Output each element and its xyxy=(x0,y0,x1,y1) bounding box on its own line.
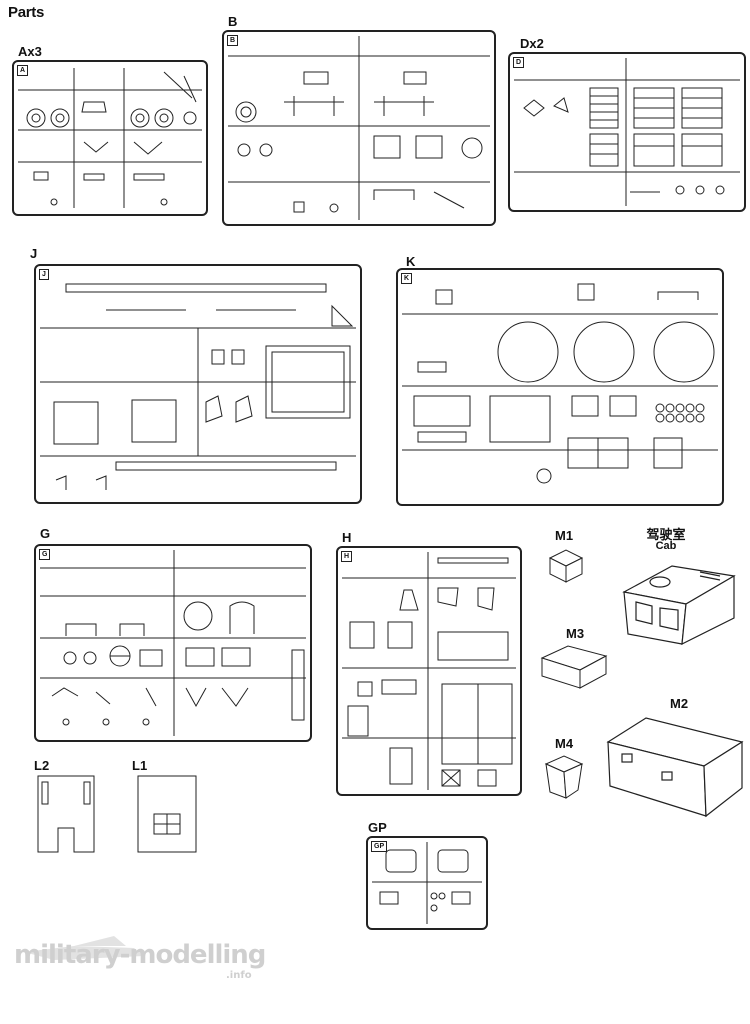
m1-part xyxy=(548,549,584,583)
tank-watermark-icon xyxy=(24,936,144,960)
sprue-d-label: Dx2 xyxy=(520,36,544,51)
sprue-g-tag: G xyxy=(39,549,51,560)
sprue-a-label: Ax3 xyxy=(18,44,42,59)
sprue-gp-label: GP xyxy=(368,820,387,835)
watermark-text: military-modelling xyxy=(14,940,266,970)
sprue-d-tag: D xyxy=(513,57,525,68)
l1-label: L1 xyxy=(132,758,148,773)
sprue-h-parts xyxy=(342,552,516,790)
sprue-b-parts xyxy=(228,36,490,220)
m2-part xyxy=(606,717,744,818)
sprue-g: G xyxy=(34,544,312,742)
sprue-gp-parts xyxy=(372,842,482,924)
l2-label: L2 xyxy=(34,758,50,773)
sprue-k: K xyxy=(396,268,724,506)
sprue-b-label: B xyxy=(228,14,238,29)
m3-part xyxy=(540,645,608,689)
cab-part xyxy=(622,565,736,646)
sprue-h-label: H xyxy=(342,530,352,545)
sprue-gp-tag: GP xyxy=(371,841,388,852)
m4-label: M4 xyxy=(555,736,574,751)
sprue-b: B xyxy=(222,30,496,226)
sprue-a-parts xyxy=(18,68,202,208)
sprue-j-label: J xyxy=(30,246,38,261)
m3-label: M3 xyxy=(566,626,585,641)
l2-part xyxy=(37,775,95,853)
sprue-g-label: G xyxy=(40,526,51,541)
sprue-j-parts xyxy=(40,283,356,490)
watermark-sub: .info xyxy=(226,970,252,981)
m2-label: M2 xyxy=(670,696,689,711)
sprue-j-tag: J xyxy=(39,269,49,280)
l1-part xyxy=(137,775,197,853)
sprue-j: J xyxy=(34,264,362,504)
sprue-b-tag: B xyxy=(227,35,239,46)
m1-label: M1 xyxy=(555,528,574,543)
sprue-a-tag: A xyxy=(17,65,29,76)
m4-part xyxy=(544,755,584,799)
cab-label-cn: 驾驶室 xyxy=(646,528,686,543)
sprue-d: D xyxy=(508,52,746,212)
sprue-k-parts xyxy=(402,283,718,484)
sprue-a: A xyxy=(12,60,208,216)
sprue-gp: GP xyxy=(366,836,488,930)
sprue-k-tag: K xyxy=(401,273,413,284)
sprue-h-tag: H xyxy=(341,551,353,562)
sprue-h: H xyxy=(336,546,522,796)
sprue-k-label: K xyxy=(406,254,416,269)
page-title: Parts xyxy=(8,4,45,21)
sprue-g-parts xyxy=(40,550,306,736)
cab-label-en: Cab xyxy=(655,540,677,552)
sprue-d-parts xyxy=(514,58,740,206)
